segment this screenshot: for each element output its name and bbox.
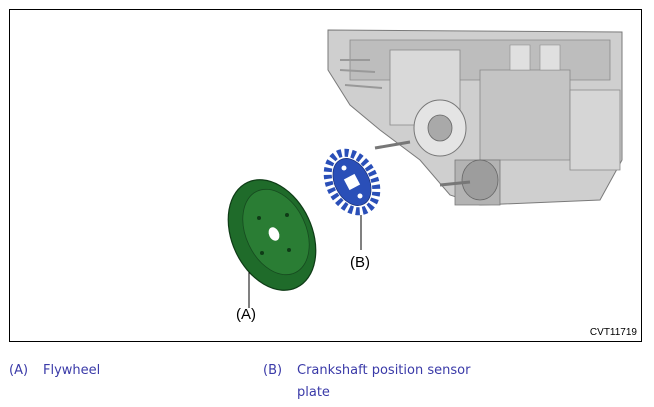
legend-label-b-line2: plate — [297, 385, 330, 400]
diagram-figure: (A) (B) CVT11719 — [9, 9, 642, 342]
crankshaft-sensor-plate-part — [323, 148, 381, 216]
legend-code-a: (A) — [9, 363, 29, 378]
diagram-drawing — [227, 29, 623, 308]
figure-code: CVT11719 — [589, 327, 637, 338]
flywheel-part — [227, 179, 317, 291]
callout-b: (B) — [350, 254, 370, 271]
legend: (A) Flywheel (B) Crankshaft position sen… — [0, 360, 654, 407]
callout-a: (A) — [236, 306, 256, 323]
legend-code-b: (B) — [263, 363, 283, 378]
legend-label-b-line1: Crankshaft position sensor — [297, 363, 471, 378]
engine-illustration — [327, 29, 623, 206]
legend-label-a: Flywheel — [43, 363, 101, 378]
